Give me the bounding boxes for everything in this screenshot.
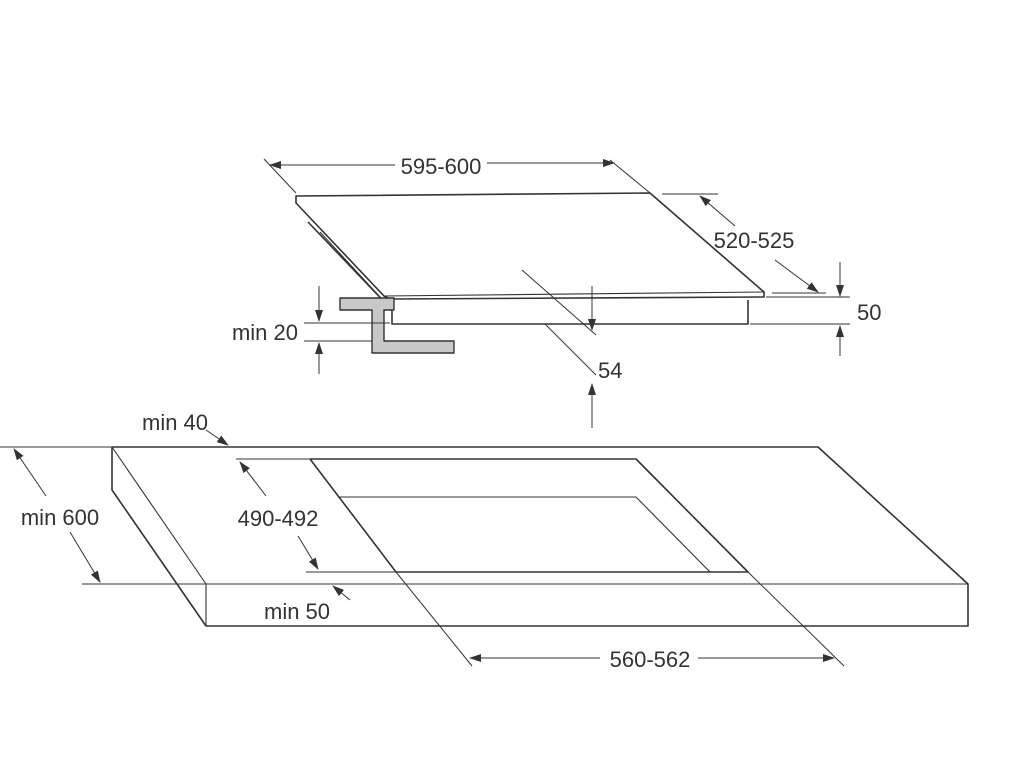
worktop-drawing: [111, 446, 969, 627]
dim-hob-width: 595-600: [263, 154, 651, 194]
dim-490-492: 490-492: [236, 458, 396, 573]
hob-glass-top: [295, 192, 765, 300]
label-min-40: min 40: [142, 410, 208, 435]
label-min-600: min 600: [21, 505, 99, 530]
dim-min-600: min 600: [13, 448, 206, 585]
dim-hob-depth: 520-525: [662, 193, 826, 294]
label-hob-54: 54: [598, 358, 622, 383]
label-hob-depth: 520-525: [714, 228, 795, 253]
dim-min-40: min 40: [0, 410, 229, 448]
dim-min-50: min 50: [264, 585, 351, 624]
label-min-50: min 50: [264, 599, 330, 624]
dim-hob-height: 50: [750, 262, 881, 356]
hob-drawing: [295, 192, 765, 354]
mounting-bracket: [339, 297, 455, 354]
worktop-cutout-inner: [338, 496, 711, 573]
hob-underbody-edge: [319, 231, 393, 311]
label-490-492: 490-492: [238, 506, 319, 531]
label-hob-width: 595-600: [401, 154, 482, 179]
worktop-left-bottom-edge: [111, 446, 207, 585]
label-hob-height: 50: [857, 300, 881, 325]
dim-560-562: 560-562: [395, 571, 845, 672]
hob-glass-edge: [383, 291, 765, 297]
label-560-562: 560-562: [610, 647, 691, 672]
dim-min-20: min 20: [232, 286, 390, 374]
label-min-20: min 20: [232, 320, 298, 345]
dim-hob-54: 54: [521, 269, 622, 428]
